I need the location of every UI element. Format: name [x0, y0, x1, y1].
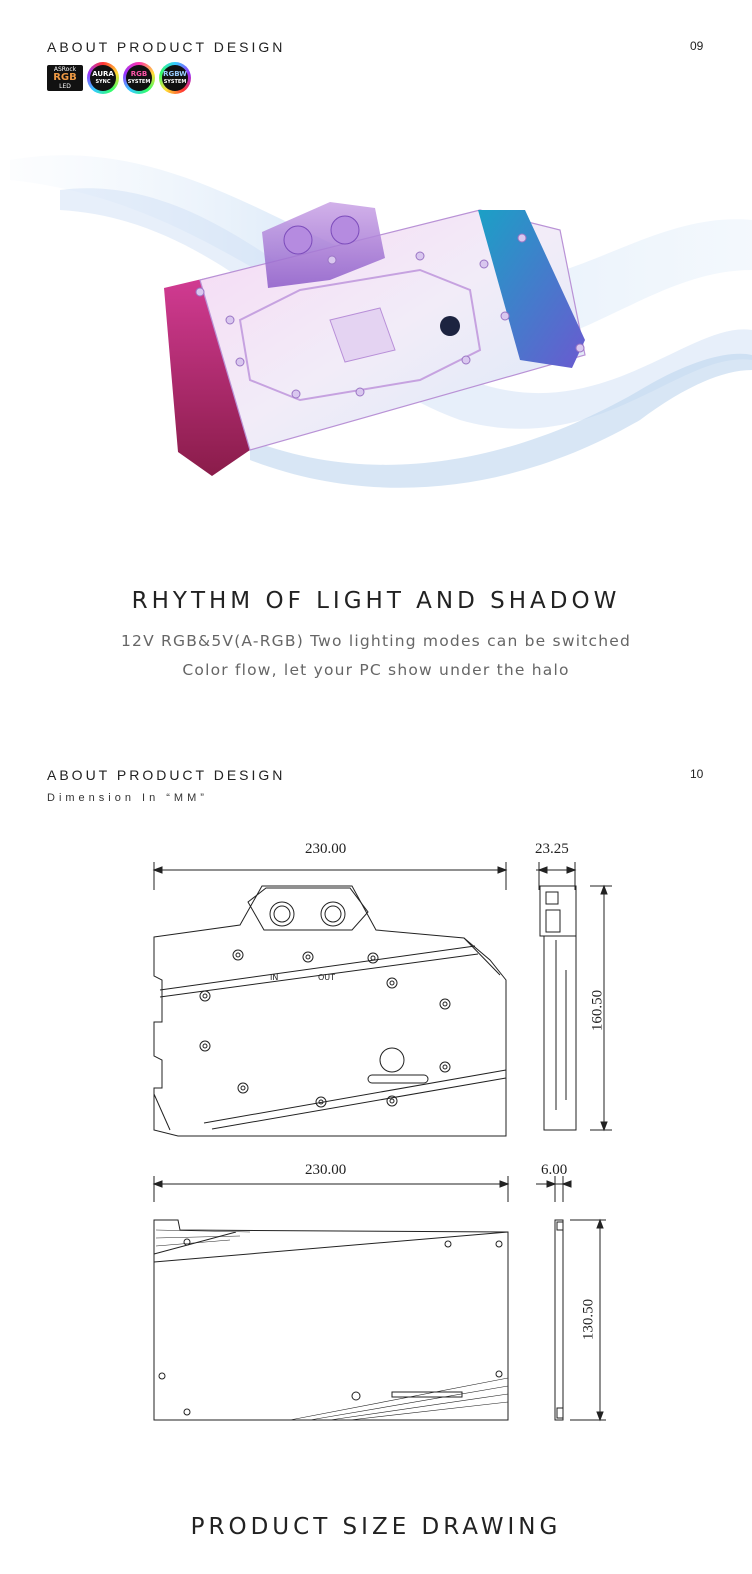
- logo-text: LED: [59, 83, 71, 90]
- aura-sync-logo: AURA SYNC: [87, 62, 119, 94]
- in-port-label: IN: [270, 973, 278, 982]
- back-width-label: 230.00: [305, 1162, 347, 1178]
- gigabyte-rgb-logo: RGBW SYSTEM: [159, 62, 191, 94]
- logo-text: RGB: [53, 72, 77, 83]
- section-title: ABOUT PRODUCT DESIGN: [47, 39, 286, 55]
- headline-size-drawing: PRODUCT SIZE DRAWING: [190, 1514, 562, 1540]
- out-port-label: OUT: [318, 973, 335, 982]
- section-title: ABOUT PRODUCT DESIGN: [47, 767, 286, 783]
- dimension-drawing: IN OUT: [152, 862, 612, 1422]
- dimension-unit-note: Dimension In “MM”: [47, 792, 208, 804]
- product-render-image: [10, 155, 752, 488]
- msi-rgb-logo: RGB SYSTEM: [123, 62, 155, 94]
- page-number: 09: [690, 39, 704, 53]
- logo-text: ASRock: [53, 66, 77, 73]
- logo-text: SYNC: [95, 79, 111, 85]
- compatibility-logos: ASRock RGB LED AURA SYNC RGB SYSTEM RGBW…: [47, 62, 191, 94]
- logo-text: SYSTEM: [163, 79, 187, 85]
- lighting-modes-text: 12V RGB&5V(A-RGB) Two lighting modes can…: [120, 632, 632, 650]
- logo-text: RGB: [130, 70, 148, 78]
- page-number: 10: [690, 767, 704, 781]
- logo-text: AURA: [92, 70, 114, 78]
- logo-text: SYSTEM: [127, 79, 151, 85]
- color-flow-text: Color flow, let your PC show under the h…: [182, 661, 570, 679]
- back-depth-label: 6.00: [541, 1162, 568, 1178]
- front-width-label: 230.00: [305, 841, 347, 857]
- headline-light-shadow: RHYTHM OF LIGHT AND SHADOW: [131, 588, 621, 614]
- asrock-rgb-logo: ASRock RGB LED: [47, 65, 83, 91]
- side-depth-label: 23.25: [535, 841, 569, 857]
- logo-text: RGBW: [163, 70, 187, 78]
